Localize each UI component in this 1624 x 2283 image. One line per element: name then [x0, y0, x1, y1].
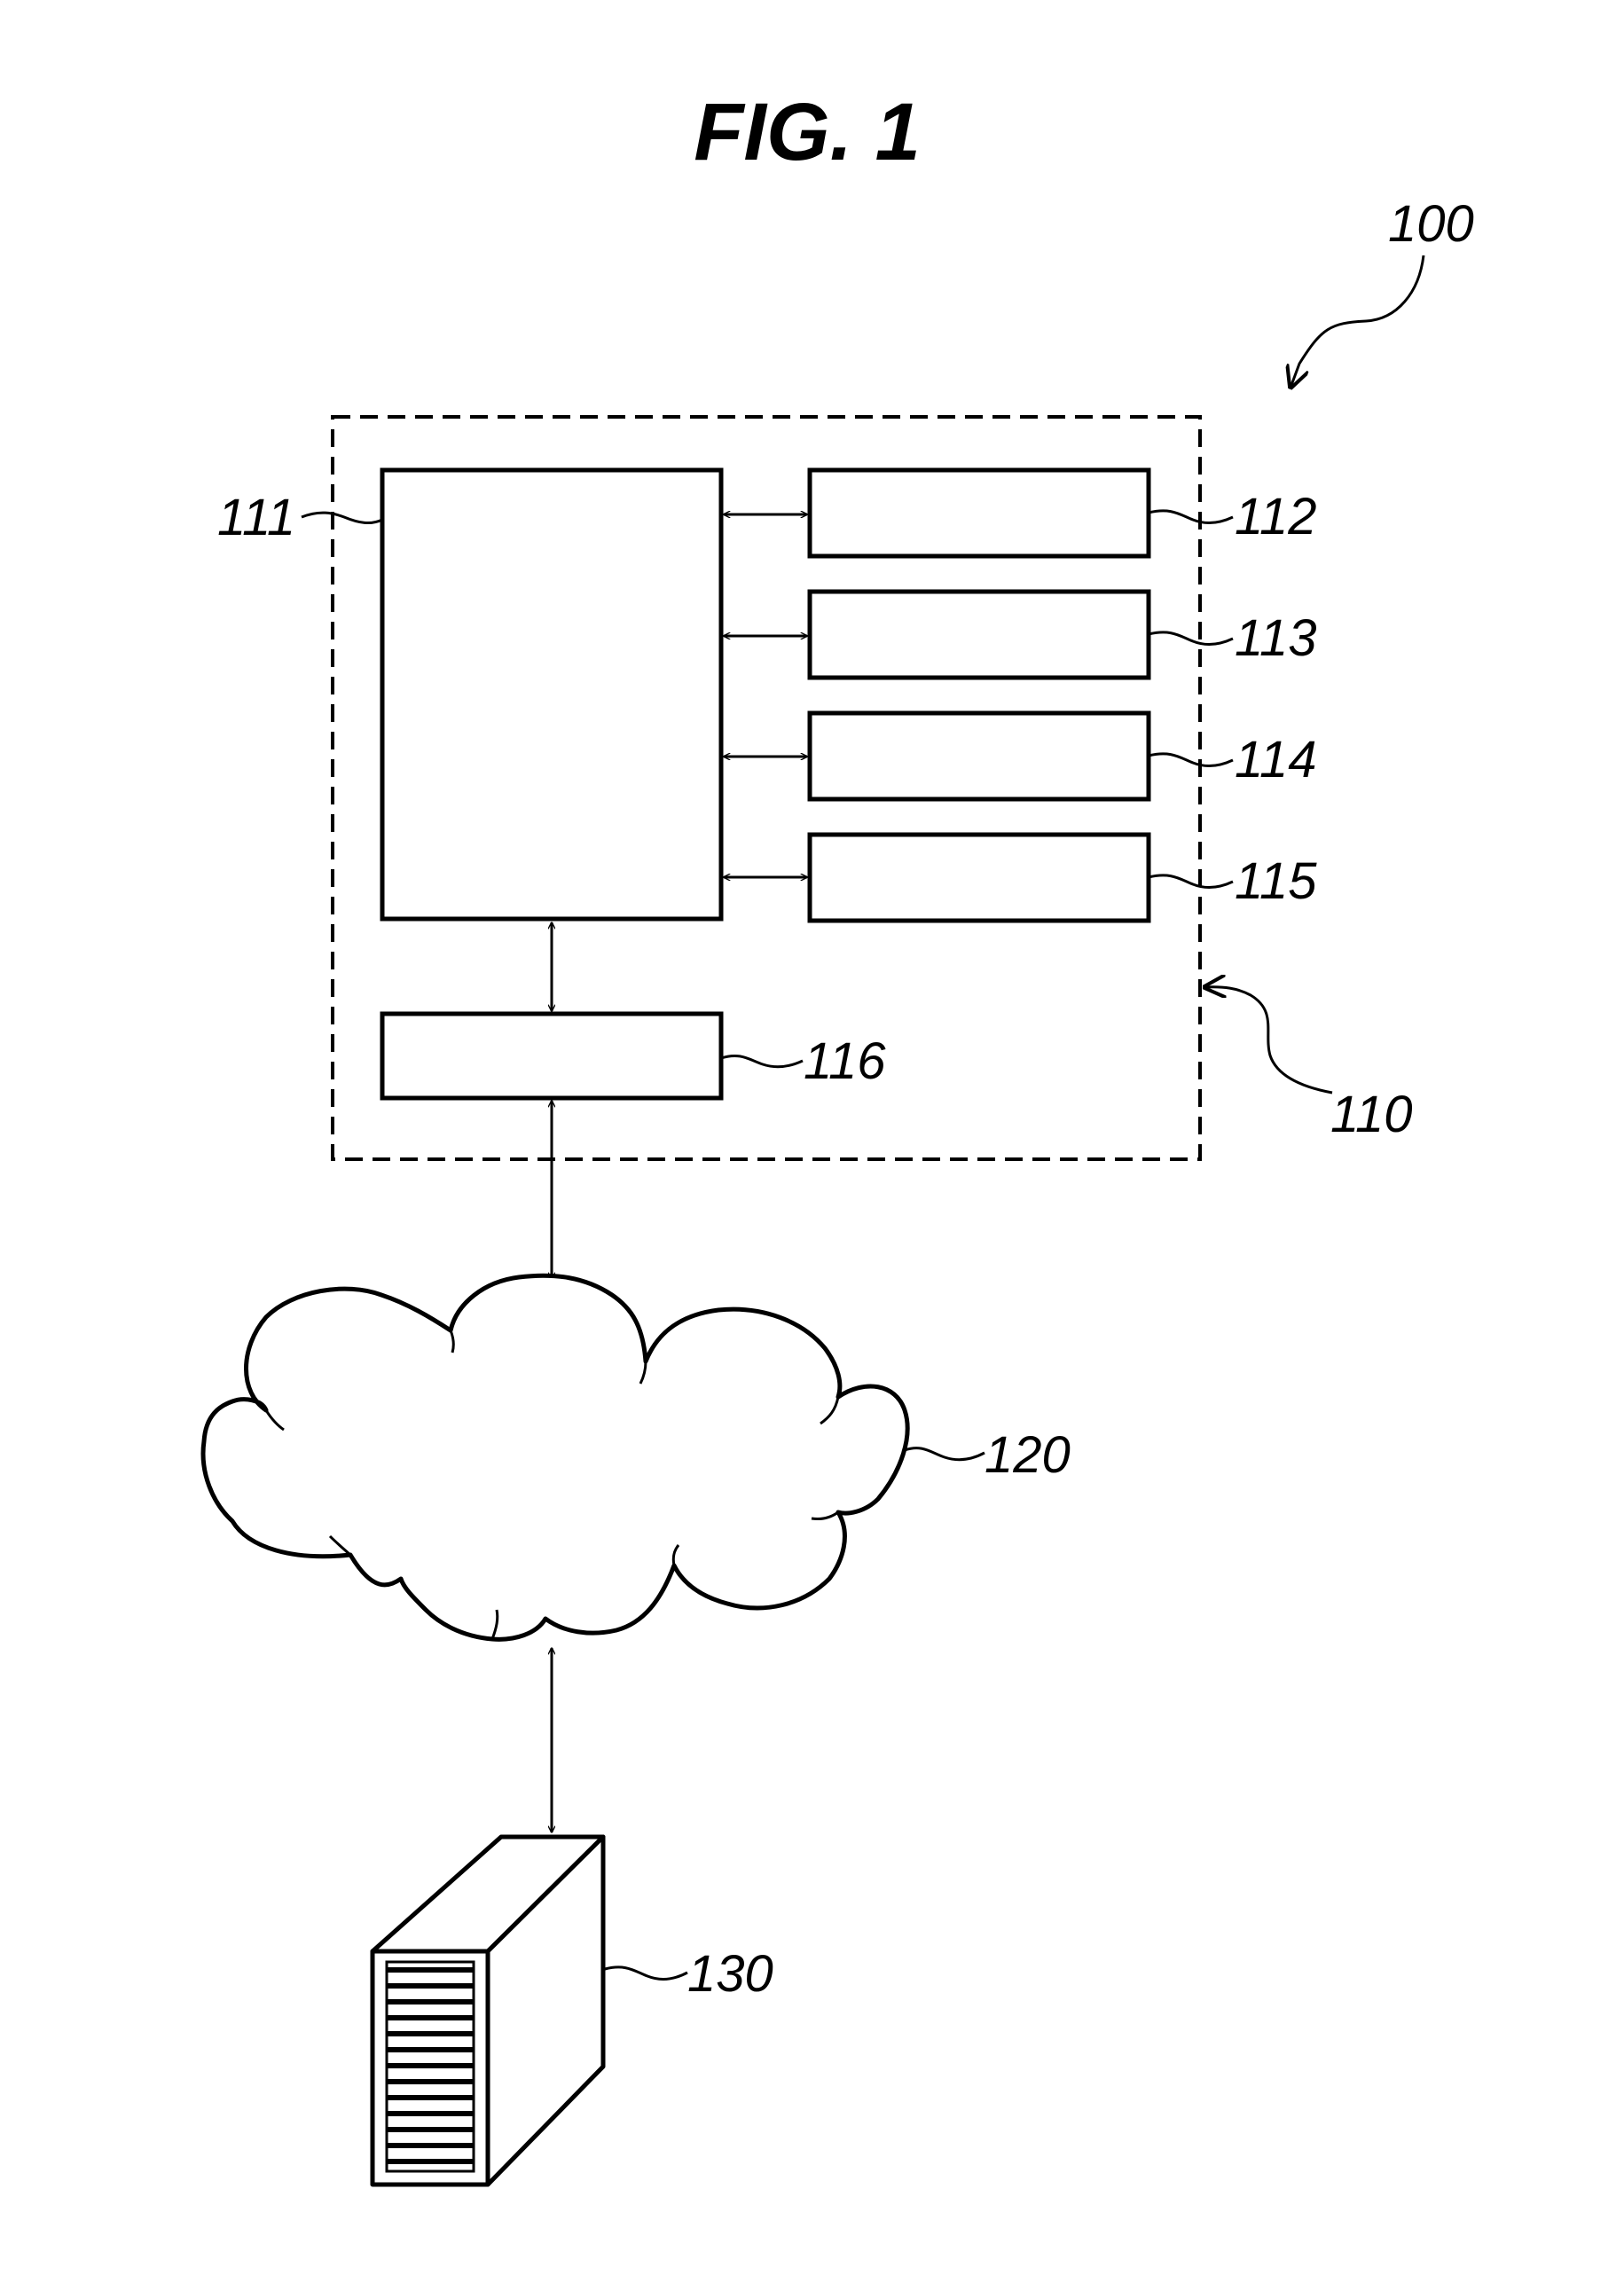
block-112 — [810, 470, 1149, 556]
label-111: 111 — [217, 489, 295, 546]
label-115: 115 — [1235, 852, 1317, 910]
figure-title: FIG. 1 — [694, 87, 921, 177]
leader-arrow-110 — [1204, 987, 1332, 1093]
leader-line-120 — [905, 1448, 985, 1460]
server-130 — [373, 1837, 603, 2185]
block-115 — [810, 835, 1149, 921]
leader-line-111 — [302, 513, 382, 522]
label-113: 113 — [1235, 609, 1316, 667]
leader-line-113 — [1149, 632, 1233, 645]
label-120: 120 — [985, 1426, 1071, 1484]
label-130: 130 — [687, 1945, 773, 2003]
leader-line-130 — [605, 1967, 687, 1980]
block-111 — [382, 470, 721, 919]
label-112: 112 — [1235, 488, 1316, 545]
label-116: 116 — [804, 1032, 886, 1090]
leader-line-114 — [1149, 754, 1233, 766]
leader-line-112 — [1149, 511, 1233, 523]
block-114 — [810, 713, 1149, 799]
label-114: 114 — [1235, 731, 1316, 788]
leader-line-115 — [1149, 875, 1233, 888]
label-100: 100 — [1388, 195, 1474, 253]
leader-arrow-100 — [1291, 255, 1424, 388]
leader-line-116 — [721, 1055, 803, 1066]
label-110: 110 — [1330, 1086, 1412, 1143]
network-cloud-120 — [203, 1275, 907, 1639]
block-116 — [382, 1014, 721, 1098]
block-113 — [810, 592, 1149, 678]
